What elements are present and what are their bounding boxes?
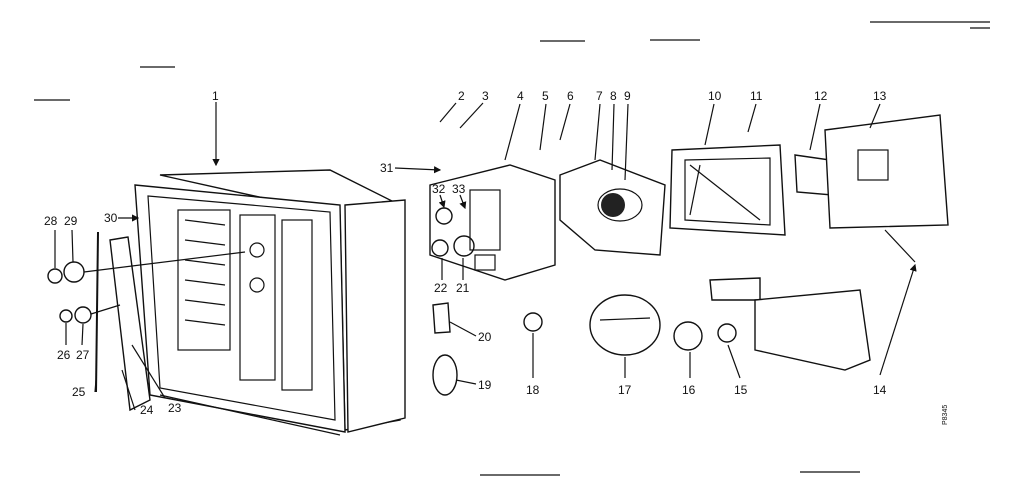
tube-mask [669,144,786,236]
callout-12: 12 [814,89,828,103]
callout-33: 33 [452,182,466,196]
scan-marks [34,21,990,476]
callout-2: 2 [458,89,465,103]
callout-27: 27 [76,348,90,362]
drawing-code: P8345 [942,405,949,425]
back-cover [824,114,949,263]
callout-24: 24 [140,403,154,417]
callout-1: 1 [212,89,219,103]
cabinet [134,169,406,436]
speaker-grille [184,219,226,326]
knobs [47,251,246,324]
callout-32: 32 [432,182,446,196]
callout-23: 23 [168,401,182,415]
callout-8: 8 [610,89,617,103]
callout-21: 21 [456,281,470,295]
callout-20: 20 [478,330,492,344]
callout-29: 29 [64,214,78,228]
callout-30: 30 [104,211,118,225]
callout-25: 25 [72,385,86,399]
callout-17: 17 [618,383,632,397]
callout-6: 6 [567,89,574,103]
picture-tube [559,159,666,256]
callout-15: 15 [734,383,748,397]
callout-5: 5 [542,89,549,103]
callout-16: 16 [682,383,696,397]
callout-13: 13 [873,89,887,103]
callout-10: 10 [708,89,722,103]
callout-7: 7 [596,89,603,103]
callout-18: 18 [526,383,540,397]
callout-26: 26 [57,348,71,362]
callout-3: 3 [482,89,489,103]
callout-11: 11 [750,89,763,103]
lower-assemblies [432,277,871,396]
callout-labels: 1 2 3 4 5 6 7 8 9 10 11 12 13 14 15 16 1… [44,89,949,425]
callout-31: 31 [380,161,394,175]
callout-22: 22 [434,281,448,295]
leader-lines [54,102,917,411]
chassis [429,164,556,281]
callout-4: 4 [517,89,524,103]
callout-9: 9 [624,89,631,103]
callout-19: 19 [478,378,492,392]
callout-28: 28 [44,214,58,228]
callout-14: 14 [873,383,887,397]
